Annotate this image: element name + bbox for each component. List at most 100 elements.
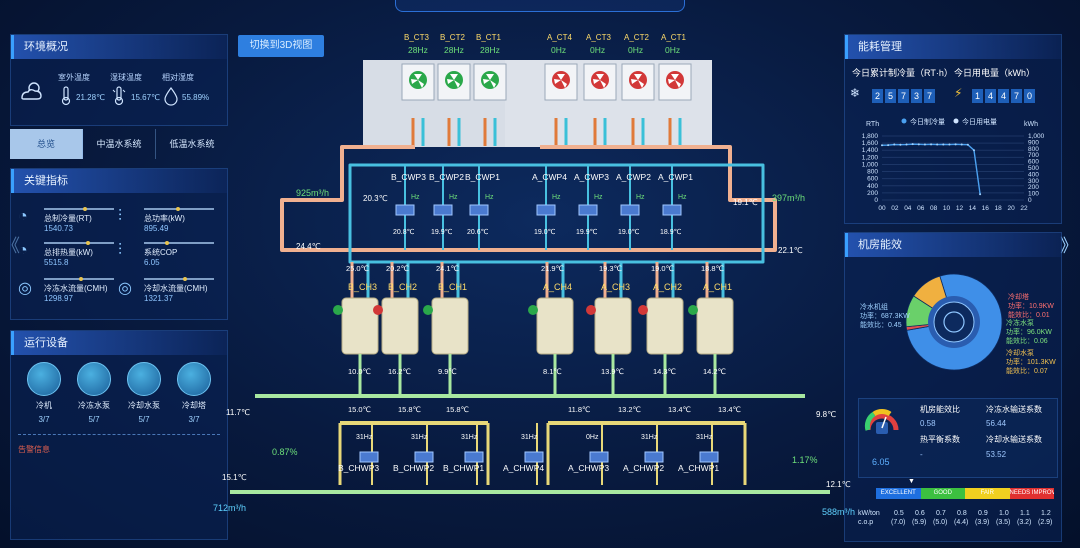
chevron-right-icon[interactable]: 》 [1060,236,1078,256]
temp-label: 19.1℃ [733,198,758,207]
chwp-pump-icon [359,451,379,463]
fan-blade-icon [554,74,567,88]
y-tick-label: 600 [867,176,878,183]
thermometer-icon [61,86,71,106]
chiller-power-icon [638,305,648,315]
y-tick-label: 1,800 [862,133,879,140]
chiller-bottom-temp: 13.9℃ [601,367,625,376]
legend-label: 今日用电量 [962,117,997,126]
scale-cop-value: (2.9) [1038,519,1053,526]
x-tick-label: 04 [904,205,912,212]
scale-kw-value: 0.8 [957,510,967,517]
y2-tick-label: 300 [1028,178,1039,185]
cwp-pump-icon [395,204,415,216]
chiller-power-icon [373,305,383,315]
legend-label: 今日制冷量 [910,117,945,126]
pump-icon [127,362,161,396]
chiller-name: A_CH1 [703,282,733,292]
x-tick-label: 22 [1020,205,1028,212]
tab-medium-temp[interactable]: 中温水系统 [83,129,156,159]
temp-label: 11.7℃ [226,408,250,417]
pump-icon [77,362,111,396]
chiller-name: B_CH3 [348,282,378,292]
kpi-title: 关键指标 [11,169,227,193]
y-tick-label: 400 [867,183,878,190]
scale-kw-value: 0.9 [978,510,988,517]
pie-center [933,301,975,343]
chiller-unit [594,297,632,355]
temp-label: 24.4℃ [296,242,321,251]
equip-tower[interactable]: 冷却塔 3/7 [174,362,214,424]
plant-diagram [230,60,830,494]
series-point [923,143,926,146]
counter-digit: 7 [1011,89,1022,103]
tower-hz: 0Hz [590,45,606,55]
mid-temp: 11.8℃ [568,405,591,414]
kpi-level-dot [79,277,83,281]
kpi-level-dot [182,277,187,281]
counter-digit: 1 [972,89,983,103]
series-point [881,144,883,147]
cwp-hz: Hz [594,194,603,201]
series-point [960,143,963,146]
chiller-top-temp: 25.0℃ [346,264,370,273]
x-tick-label: 18 [995,205,1003,212]
flow-label: 712m³/h [213,503,247,513]
scale-cop-value: (7.0) [891,519,906,526]
chiller-unit [696,297,734,355]
legend-marker [953,118,959,124]
cooling-tower-icon [177,362,211,396]
metric-value: 0.58 [920,419,936,428]
chiller-power-icon [528,305,538,315]
series-point [911,143,914,146]
chiller-bottom-temp: 16.2℃ [388,367,412,376]
scale-kw-label: kW/ton [858,510,880,517]
chwp-name: B_CHWP3 [338,463,380,473]
chwp-hz: 31Hz [696,434,713,441]
switch-3d-button[interactable]: 切换到3D视图 [238,35,324,57]
y2-tick-label: 100 [1028,191,1039,198]
series-point [954,143,957,146]
counter-digit: 4 [985,89,996,103]
kpi-icon: ◔ [18,242,28,259]
lightning-icon: ⚡ [954,86,963,100]
cwp-hz: Hz [636,194,645,201]
cwp-pump-icon [536,204,556,216]
tower-name: B_CT2 [440,33,465,42]
equip-chiller[interactable]: 冷机 3/7 [24,362,64,424]
x-tick-label: 20 [1007,205,1015,212]
kpi-level-dot [175,207,180,211]
kpi-icon: ⫶ [118,242,123,259]
cwp-temp: 18.9℃ [660,229,682,236]
tab-overview[interactable]: 总览 [10,129,83,159]
series-point [936,143,939,146]
chwp-name: A_CHWP2 [623,463,665,473]
y-tick-label: 800 [867,169,878,176]
chiller-power-icon [423,305,433,315]
series-point [905,143,908,146]
valve-opening: 0.87% [272,447,298,457]
tab-low-temp[interactable]: 低温水系统 [169,139,215,149]
cwp-temp: 20.8℃ [393,229,415,236]
snowflake-icon: ❄ [850,86,861,100]
tower-name: B_CT3 [404,33,429,42]
condenser-supply-pipe [348,163,765,264]
equip-chw-pump[interactable]: 冷冻水泵 5/7 [74,362,114,424]
y2-tick-label: 800 [1028,146,1039,153]
cwp-temp: 20.6℃ [467,229,489,236]
pie-sublabel: 功率：101.3KW [1006,359,1056,366]
x-tick-label: 10 [943,205,951,212]
scale-segment: EXCELLENT [876,488,921,499]
equip-name: 冷冻水泵 [78,401,110,410]
chwp-pump-icon [464,451,484,463]
kpi-label: 冷却水流量(CMH) [144,284,208,293]
kpi-icon: ⫶ [118,208,123,225]
env-title: 环境概况 [11,35,227,59]
scale-kw-value: 1.2 [1041,510,1051,517]
fan-blade-icon [631,74,644,88]
cwp-temp: 19.9℃ [431,229,453,236]
alarm-link[interactable]: 告警信息 [18,445,50,454]
equip-cw-pump[interactable]: 冷却水泵 5/7 [124,362,164,424]
counter-digit: 7 [898,89,909,103]
env-label: 室外温度 [58,73,90,82]
